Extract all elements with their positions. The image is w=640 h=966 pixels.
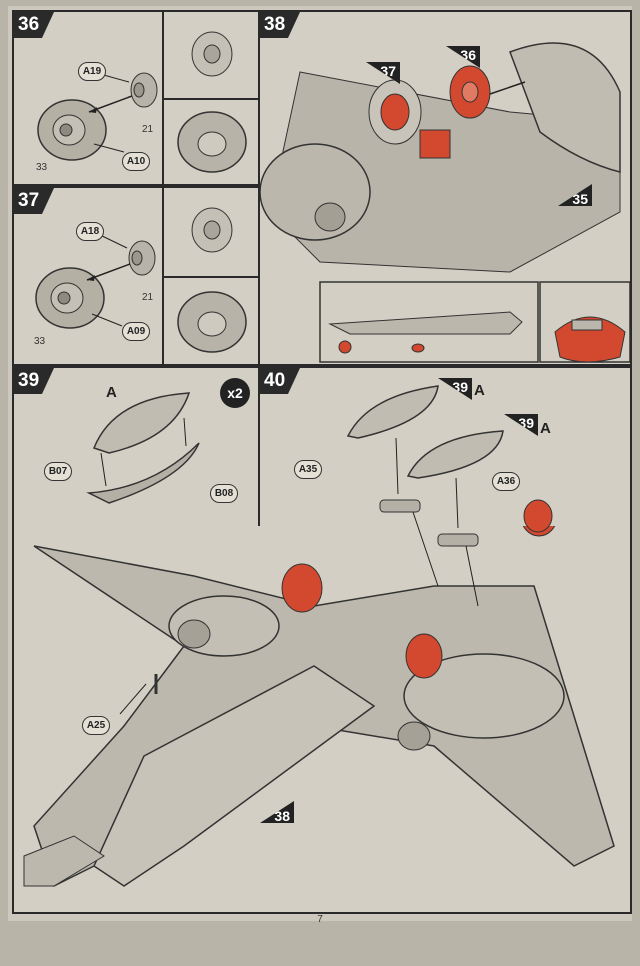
callout-A18: A18 xyxy=(76,222,104,241)
step-36-panel: 36 A19 A10 21 33 xyxy=(12,10,260,186)
callout-B08: B08 xyxy=(210,484,238,503)
step-40-number: 40 xyxy=(260,368,300,394)
ref-step-39-label: A xyxy=(474,382,485,399)
part-number-21: 21 xyxy=(142,124,154,135)
step-39-label: A xyxy=(106,384,117,401)
part-number-21: 21 xyxy=(142,292,154,303)
step-36-number: 36 xyxy=(14,12,54,38)
callout-A35: A35 xyxy=(294,460,322,479)
main-assembly-panel xyxy=(12,526,632,914)
step-37-panel: 37 A18 A09 21 33 xyxy=(12,186,260,366)
step-39-drawing xyxy=(86,392,200,504)
instruction-page: 36 A19 A10 21 33 37 xyxy=(8,6,632,921)
step-36-divider-h xyxy=(162,98,258,100)
main-assembly-drawing xyxy=(23,526,615,888)
step-38-number: 38 xyxy=(260,12,300,38)
step-37-divider-h xyxy=(162,276,258,278)
step-39-panel: 39 A x2 B07 B08 xyxy=(12,366,260,530)
step-40-drawing xyxy=(346,385,553,607)
callout-A25: A25 xyxy=(82,716,110,735)
callout-A10: A10 xyxy=(122,152,150,171)
part-number-33: 33 xyxy=(36,162,48,173)
ref-step-39-b-label: A xyxy=(540,420,551,437)
callout-A19: A19 xyxy=(78,62,106,81)
callout-B07: B07 xyxy=(44,462,72,481)
step-38-drawing xyxy=(260,42,630,363)
page-number: 7 xyxy=(317,914,323,925)
callout-A36: A36 xyxy=(492,472,520,491)
callout-A09: A09 xyxy=(122,322,150,341)
step-38-panel: 38 37 36 35 xyxy=(258,10,632,366)
step-39-multiplier: x2 xyxy=(220,378,250,408)
part-number-33: 33 xyxy=(34,336,46,347)
step-37-drawing xyxy=(35,207,247,353)
